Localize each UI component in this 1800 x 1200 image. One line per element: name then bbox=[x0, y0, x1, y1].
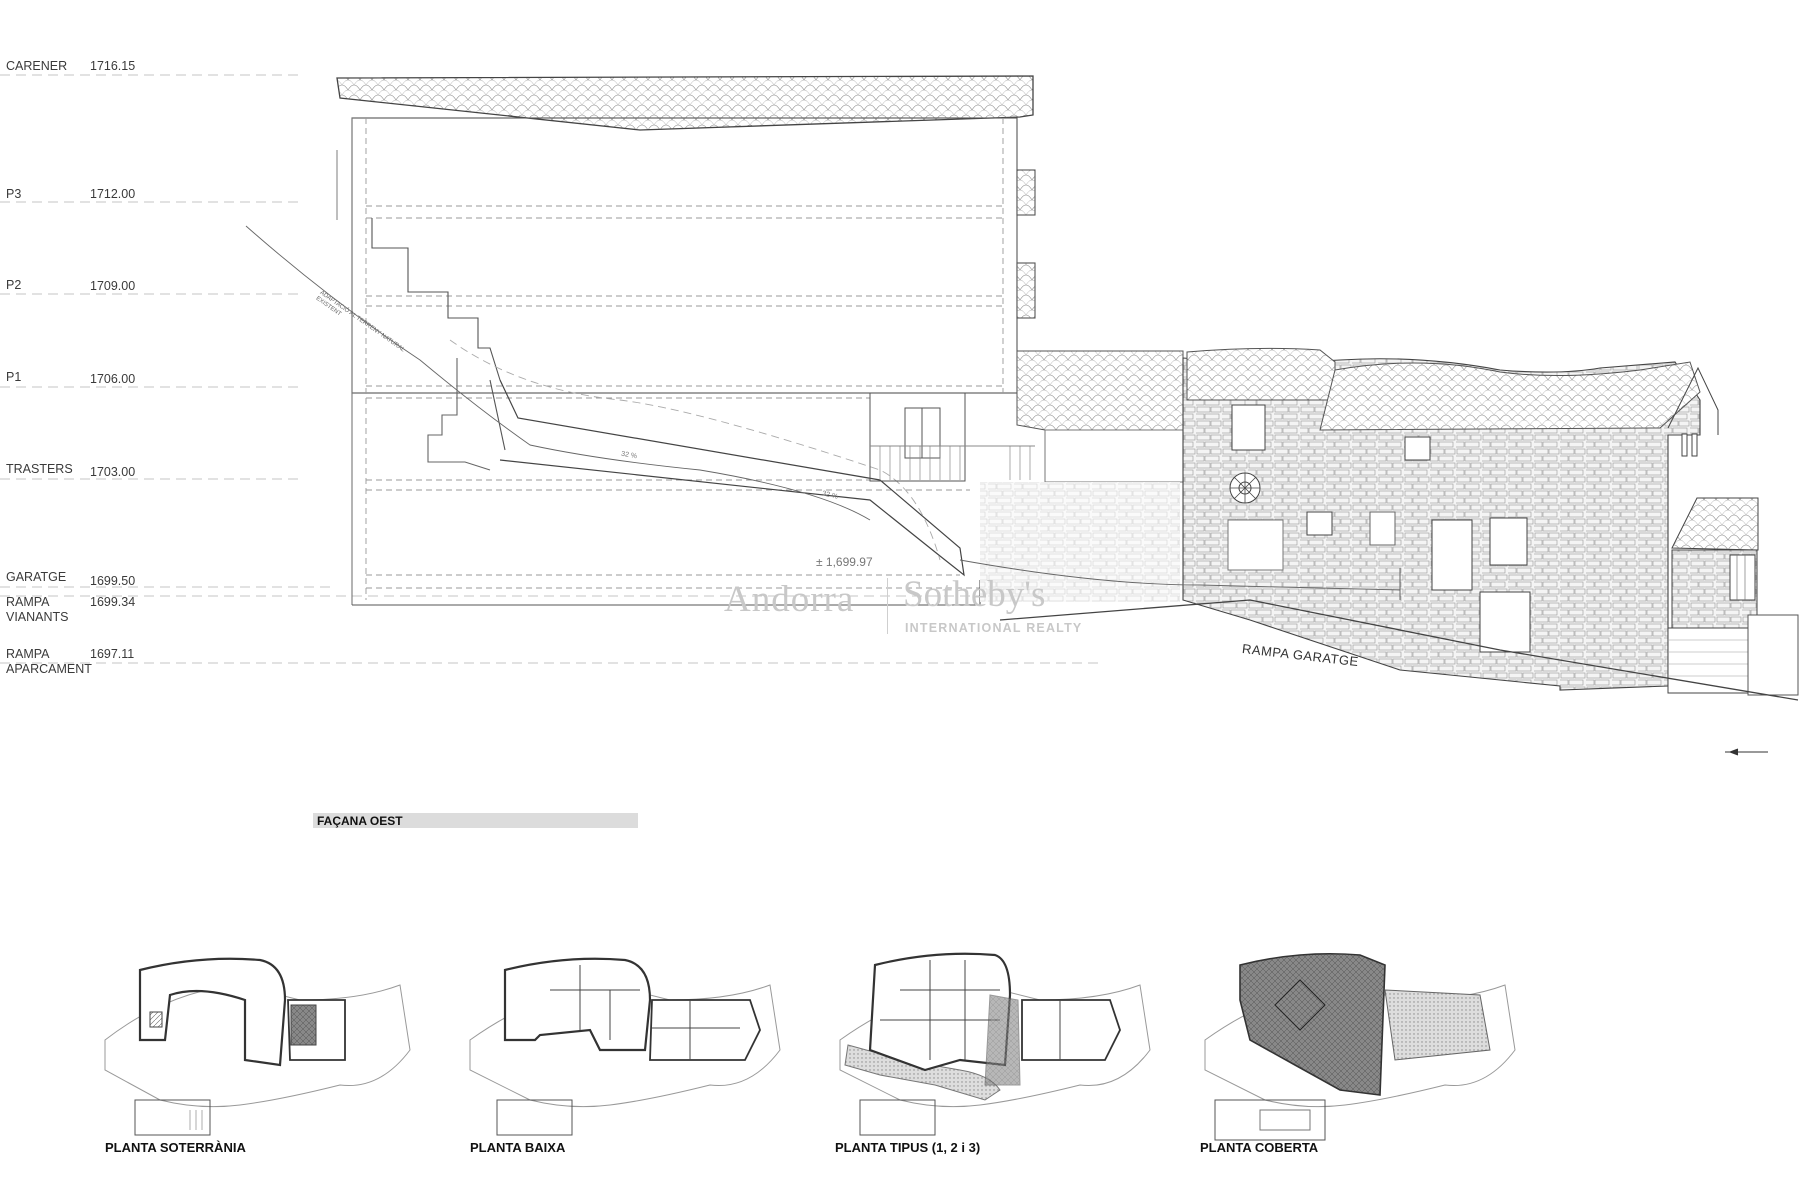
level-garatge-value: 1699.50 bbox=[90, 574, 136, 588]
plan-label-baixa: PLANTA BAIXA bbox=[470, 1140, 566, 1155]
level-p3-name: P3 bbox=[6, 187, 22, 201]
level-p3-value: 1712.00 bbox=[90, 187, 136, 201]
level-rampa-aparcament-value: 1697.11 bbox=[90, 647, 135, 661]
facade-title: FAÇANA OEST bbox=[317, 814, 403, 828]
watermark-brand-right: Sotheby's bbox=[903, 574, 1046, 615]
main-building bbox=[245, 75, 1036, 606]
plan-tipus bbox=[839, 952, 1151, 1136]
level-p2-value: 1709.00 bbox=[90, 279, 136, 293]
plan-soterrania bbox=[104, 957, 411, 1136]
existing-stone-house bbox=[1182, 347, 1719, 691]
watermark-brand-left: Andorra bbox=[724, 579, 855, 620]
level-p1-name: P1 bbox=[6, 370, 22, 384]
watermark-subtitle: INTERNATIONAL REALTY bbox=[905, 621, 1083, 635]
plan-coberta bbox=[1204, 952, 1516, 1141]
level-rampa-vianants-value: 1699.34 bbox=[90, 595, 136, 609]
level-p1-value: 1706.00 bbox=[90, 372, 136, 386]
north-arrow bbox=[1725, 748, 1768, 756]
level-garatge-name: GARATGE bbox=[6, 570, 67, 584]
spot-level-annotation: ± 1,699.97 bbox=[816, 555, 873, 569]
level-trasters-name: TRASTERS bbox=[6, 462, 73, 476]
level-carener-name: CARENER bbox=[6, 59, 68, 73]
level-rampa-vianants-name: RAMPA VIANANTS bbox=[6, 595, 69, 624]
facade-title-bar bbox=[313, 813, 638, 828]
level-trasters-value: 1703.00 bbox=[90, 465, 136, 479]
plan-label-coberta: PLANTA COBERTA bbox=[1200, 1140, 1319, 1155]
level-rampa-aparcament-name: RAMPA APARCAMENT bbox=[6, 647, 92, 676]
plan-label-soterrania: PLANTA SOTERRÀNIA bbox=[105, 1140, 246, 1155]
side-annex bbox=[1667, 497, 1799, 696]
watermark-divider bbox=[887, 578, 888, 634]
level-p2-name: P2 bbox=[6, 278, 22, 292]
plan-baixa bbox=[469, 957, 781, 1136]
plan-label-tipus: PLANTA TIPUS (1, 2 i 3) bbox=[835, 1140, 981, 1155]
level-carener-value: 1716.15 bbox=[90, 59, 136, 73]
